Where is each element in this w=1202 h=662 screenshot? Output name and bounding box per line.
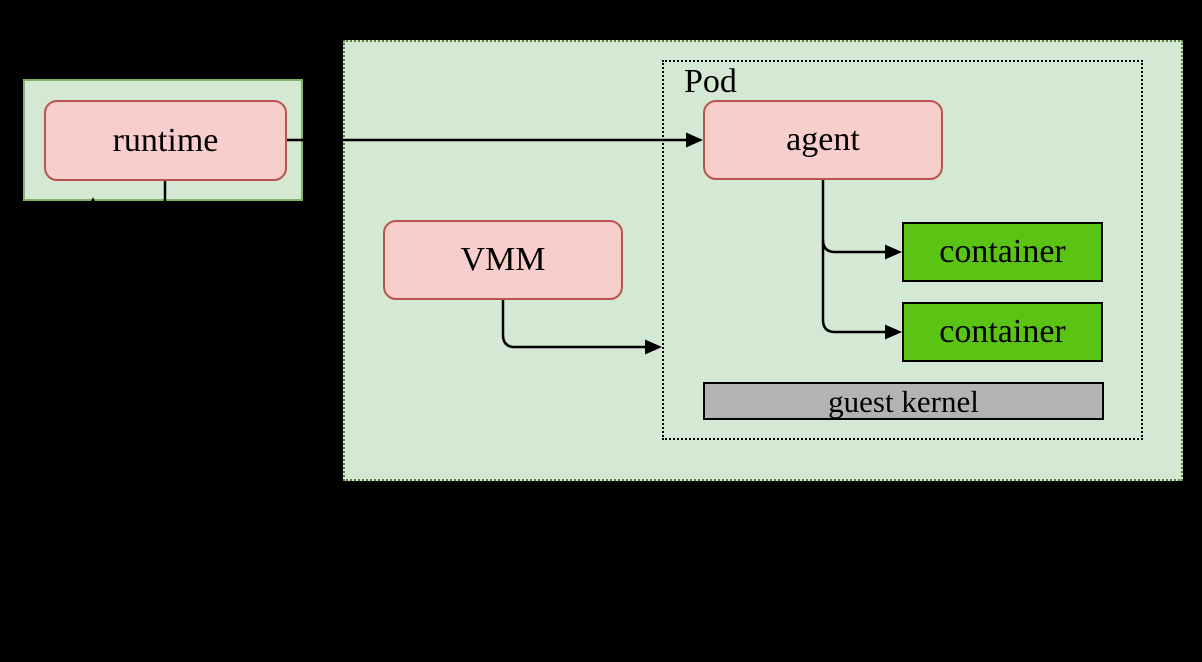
container2-node-label: container	[939, 313, 1066, 350]
runtime-node: runtime	[44, 100, 287, 181]
guest-kernel-node-label: guest kernel	[828, 383, 979, 419]
runtime-node-label: runtime	[112, 121, 219, 159]
guest-kernel-node: guest kernel	[703, 382, 1104, 420]
container1-node-label: container	[939, 233, 1066, 270]
agent-node-label: agent	[786, 121, 860, 158]
pod-group-box: Pod	[662, 60, 1143, 440]
vmm-node: VMM	[383, 220, 623, 300]
agent-node: agent	[703, 100, 943, 180]
container1-node: container	[902, 222, 1103, 282]
pod-label: Pod	[684, 63, 737, 100]
container2-node: container	[902, 302, 1103, 362]
vmm-node-label: VMM	[460, 241, 546, 278]
